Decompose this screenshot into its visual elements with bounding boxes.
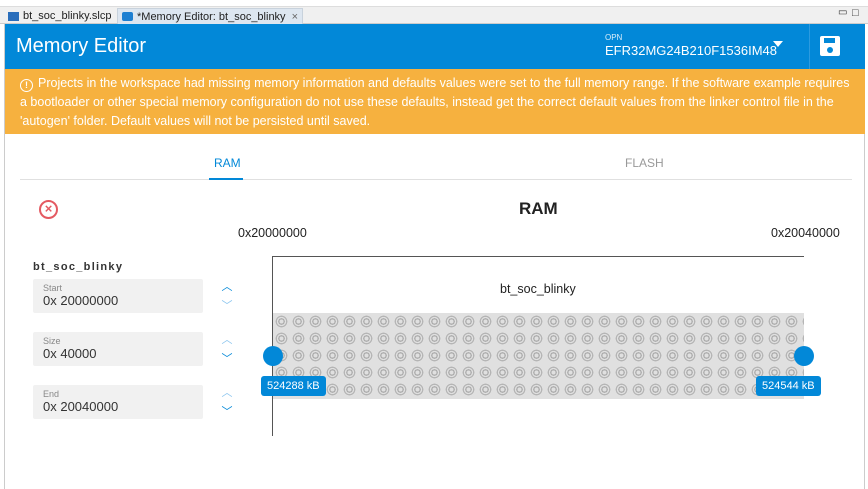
start-label: Start [43,283,63,293]
memory-region-bar[interactable] [273,313,804,399]
warning-text: Projects in the workspace had missing me… [20,76,850,128]
tab-memory-editor[interactable]: *Memory Editor: bt_soc_blinky × [117,8,303,24]
page-title: Memory Editor [16,35,147,57]
start-address-label: 0x20000000 [238,226,307,240]
end-address-label: 0x20040000 [771,226,840,240]
tab-label: bt_soc_blinky.slcp [23,10,112,22]
region-label: bt_soc_blinky [500,282,576,296]
minimize-icon[interactable]: ▭ [838,7,848,18]
start-value[interactable]: 0x 20000000 [43,293,119,308]
close-tab-icon[interactable]: × [291,10,298,23]
size-value[interactable]: 0x 40000 [43,346,97,361]
tab-ram[interactable]: RAM [214,156,241,170]
frame-border [864,24,865,489]
start-decrement-icon[interactable]: ﹀ [221,300,233,312]
end-handle[interactable] [794,346,814,366]
project-icon [8,11,19,21]
maximize-icon[interactable]: □ [852,7,859,19]
size-increment-icon[interactable]: ︿ [221,334,233,346]
header-bar: Memory Editor OPN EFR32MG24B210F1536IM48 [5,24,865,69]
tab-flash[interactable]: FLASH [625,156,664,170]
start-handle-tooltip: 524288 kB [261,376,326,396]
end-value[interactable]: 0x 20040000 [43,399,119,414]
end-label: End [43,389,60,399]
chart-title: RAM [519,199,558,218]
size-decrement-icon[interactable]: ﹀ [221,353,233,365]
divider [809,24,810,69]
chevron-down-icon[interactable] [773,41,783,47]
project-name: bt_soc_blinky [33,261,124,273]
end-handle-tooltip: 524544 kB [756,376,821,396]
opn-select[interactable]: EFR32MG24B210F1536IM48 [605,43,777,58]
warning-banner: !Projects in the workspace had missing m… [5,69,865,134]
frame-border [4,24,5,489]
remove-icon[interactable]: × [39,200,58,219]
start-handle[interactable] [263,346,283,366]
end-decrement-icon[interactable]: ﹀ [221,406,233,418]
size-label: Size [43,336,61,346]
tab-slcp[interactable]: bt_soc_blinky.slcp [4,8,115,24]
tab-label: *Memory Editor: bt_soc_blinky [137,10,286,23]
opn-label: OPN [605,33,623,42]
editor-tab-bar: bt_soc_blinky.slcp *Memory Editor: bt_so… [0,6,868,24]
axis-line [272,256,804,257]
start-increment-icon[interactable]: ︿ [221,281,233,293]
warning-icon: ! [20,79,33,92]
save-icon[interactable] [820,36,840,56]
divider [20,179,852,180]
memory-editor-icon [122,12,133,21]
end-increment-icon[interactable]: ︿ [221,387,233,399]
active-tab-indicator [209,178,243,180]
